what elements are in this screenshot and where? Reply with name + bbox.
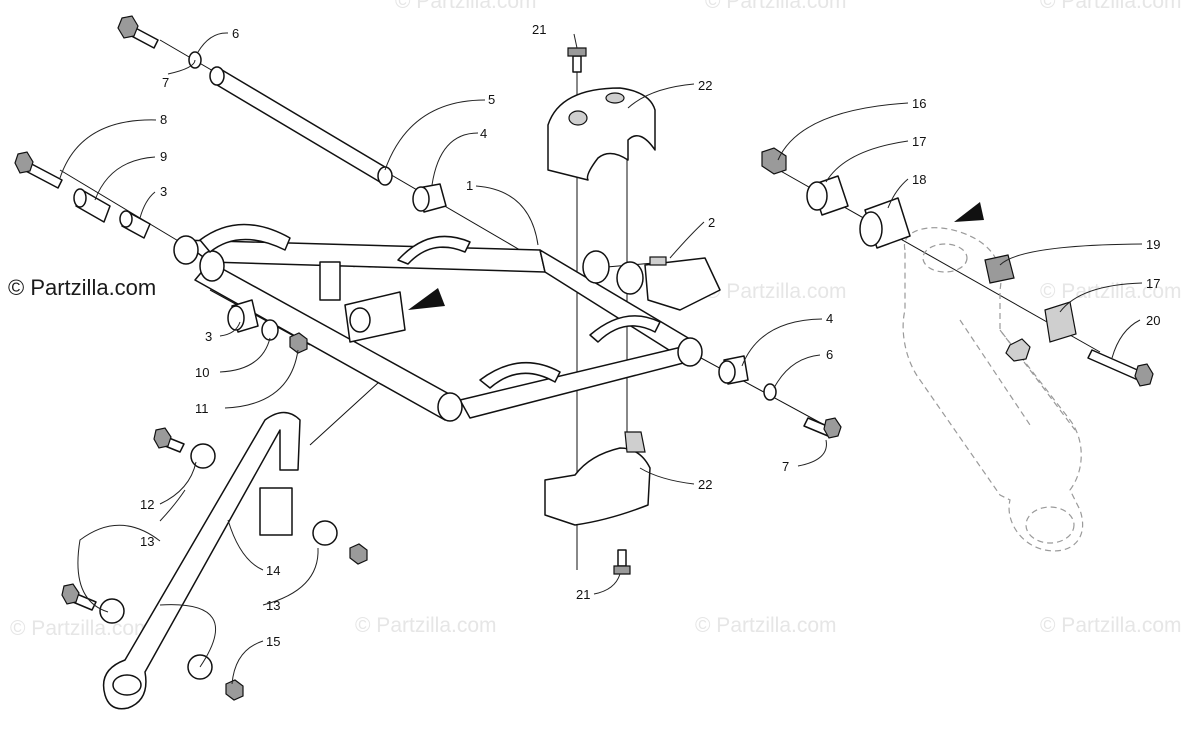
upper-cover	[547, 87, 656, 181]
nut	[761, 147, 787, 175]
callout-label: 4	[480, 126, 487, 141]
callout-label: 17	[912, 134, 926, 149]
lower-cover	[544, 447, 651, 526]
screw	[567, 47, 587, 73]
callout-label: 20	[1146, 313, 1160, 328]
callout-label: 7	[162, 75, 169, 90]
bolt	[1087, 349, 1143, 381]
shock-absorber-outline	[902, 227, 1084, 552]
callout-label: 21	[532, 22, 546, 37]
callout-label: 9	[160, 149, 167, 164]
washer	[99, 598, 125, 624]
strap-plate	[259, 487, 293, 536]
washer	[190, 443, 216, 469]
callout-label: 17	[1146, 276, 1160, 291]
watermark: © Partzilla.com	[705, 280, 847, 303]
callout-label: 6	[232, 26, 239, 41]
swing-arm-frame	[173, 223, 703, 422]
direction-arrow	[954, 202, 984, 222]
watermark: © Partzilla.com	[10, 617, 152, 640]
callout-label: 14	[266, 563, 280, 578]
bushing	[1044, 301, 1077, 343]
callout-label: 18	[912, 172, 926, 187]
callout-labels: 7 6 5 4 1 2 22 21 8 9 3 3 10 11 4 6 7 16…	[140, 22, 1160, 649]
screw	[613, 549, 631, 575]
callout-label: 16	[912, 96, 926, 111]
callout-label: 3	[160, 184, 167, 199]
watermark: © Partzilla.com	[395, 0, 537, 13]
watermark: © Partzilla.com	[1040, 614, 1182, 637]
callout-label: 22	[698, 78, 712, 93]
callout-label: 13	[140, 534, 154, 549]
callout-label: 1	[466, 178, 473, 193]
tensioner-bracket	[644, 257, 721, 311]
callout-label: 3	[205, 329, 212, 344]
callout-label: 2	[708, 215, 715, 230]
washer	[312, 520, 338, 546]
direction-arrow	[408, 288, 445, 310]
callout-label: 13	[266, 598, 280, 613]
watermark: © Partzilla.com	[705, 0, 847, 13]
watermark: © Partzilla.com	[355, 614, 497, 637]
nut	[225, 679, 244, 701]
callout-label: 19	[1146, 237, 1160, 252]
callout-label: 15	[266, 634, 280, 649]
callout-label: 5	[488, 92, 495, 107]
callout-label: 11	[195, 401, 209, 416]
washer	[763, 383, 777, 401]
spacer	[984, 254, 1015, 284]
watermark: © Partzilla.com	[695, 614, 837, 637]
callout-label: 22	[698, 477, 712, 492]
callout-label: 8	[160, 112, 167, 127]
callout-label: 10	[195, 365, 209, 380]
nut	[289, 332, 308, 354]
watermark: © Partzilla.com	[1040, 280, 1182, 303]
nut	[349, 543, 368, 565]
callout-label: 7	[782, 459, 789, 474]
callout-label: 21	[576, 587, 590, 602]
shock-adjuster	[1005, 338, 1031, 362]
watermark: © Partzilla.com	[1040, 0, 1182, 13]
callout-label: 6	[826, 347, 833, 362]
limiter-strap	[102, 411, 301, 710]
washer	[261, 319, 279, 341]
shaft	[211, 69, 391, 183]
callout-label: 12	[140, 497, 154, 512]
callout-label: 4	[826, 311, 833, 326]
leader-lines	[59, 32, 1143, 685]
brand-label: © Partzilla.com	[8, 275, 156, 300]
set-screw	[649, 256, 667, 266]
